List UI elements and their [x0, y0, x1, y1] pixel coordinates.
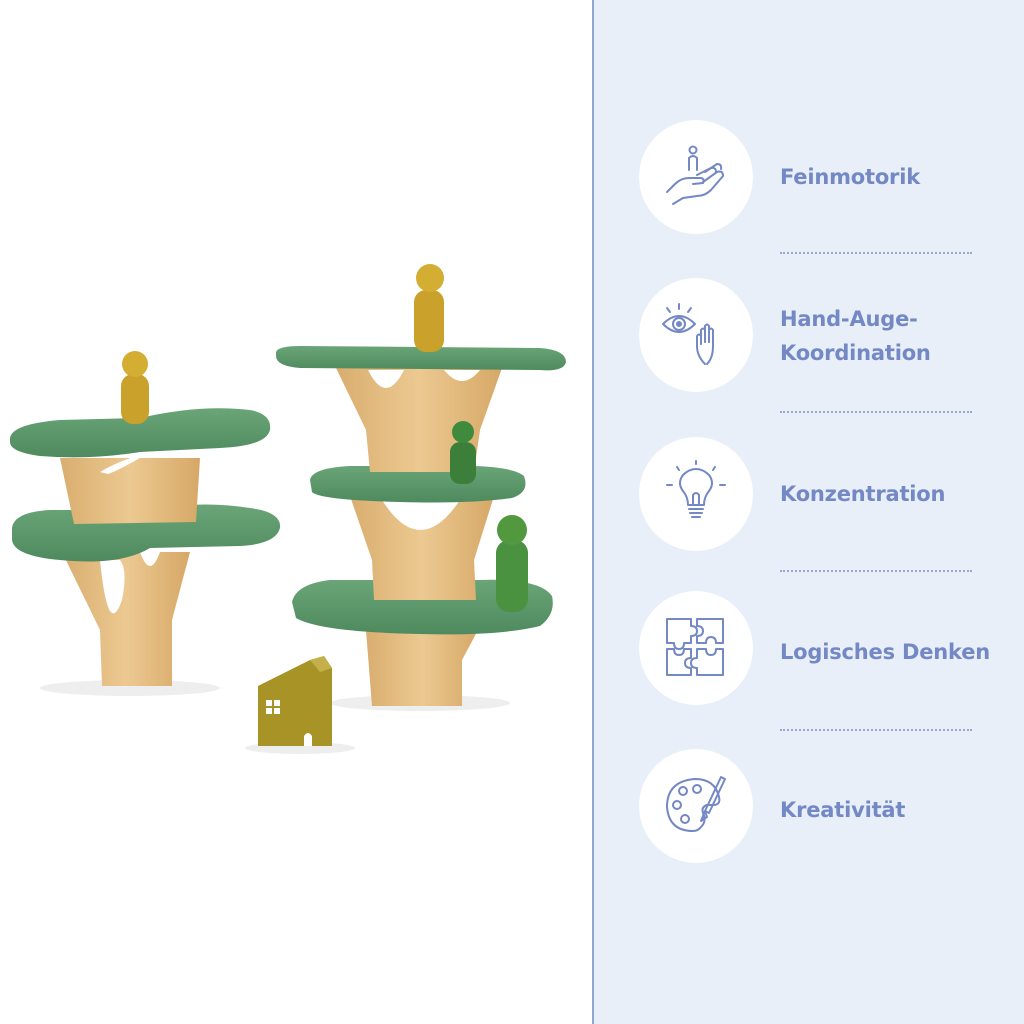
- lightbulb-icon: [666, 460, 726, 518]
- separator: [780, 411, 972, 413]
- skill-label-line: Hand-Auge-: [780, 307, 918, 331]
- icon-circle: [639, 749, 753, 863]
- skill-item-feinmotorik: Feinmotorik: [594, 120, 1024, 240]
- skill-label-line: Koordination: [780, 341, 931, 365]
- skill-label: Logisches Denken: [780, 635, 990, 669]
- wooden-tree-stacking-toy: [10, 264, 566, 754]
- skill-item-logisches-denken: Logisches Denken: [594, 591, 1024, 711]
- skill-label: Hand-Auge- Koordination: [780, 302, 931, 370]
- panel-divider: [592, 0, 594, 1024]
- icon-circle: [639, 120, 753, 234]
- skill-item-konzentration: Konzentration: [594, 437, 1024, 557]
- puzzle-icon: [666, 618, 724, 676]
- skill-label: Kreativität: [780, 793, 905, 827]
- skills-panel: Feinmotorik Hand-Auge- Koordination: [594, 0, 1024, 1024]
- icon-circle: [639, 278, 753, 392]
- icon-circle: [639, 437, 753, 551]
- skill-label: Konzentration: [780, 477, 945, 511]
- skill-label-line: Konzentration: [780, 482, 946, 506]
- product-photo: [10, 264, 566, 754]
- eye-and-hand-icon: [662, 303, 714, 365]
- icon-circle: [639, 591, 753, 705]
- skill-item-hand-auge-koordination: Hand-Auge- Koordination: [594, 278, 1024, 398]
- skill-label: Feinmotorik: [780, 160, 920, 194]
- skill-label-line: Logisches Denken: [780, 640, 991, 664]
- separator: [780, 570, 972, 572]
- separator: [780, 252, 972, 254]
- paint-palette-icon: [666, 776, 726, 832]
- hand-holding-figure-icon: [666, 145, 724, 205]
- skill-label-line: Feinmotorik: [780, 165, 920, 189]
- separator: [780, 729, 972, 731]
- skill-label-line: Kreativität: [780, 798, 906, 822]
- skill-item-kreativitaet: Kreativität: [594, 749, 1024, 869]
